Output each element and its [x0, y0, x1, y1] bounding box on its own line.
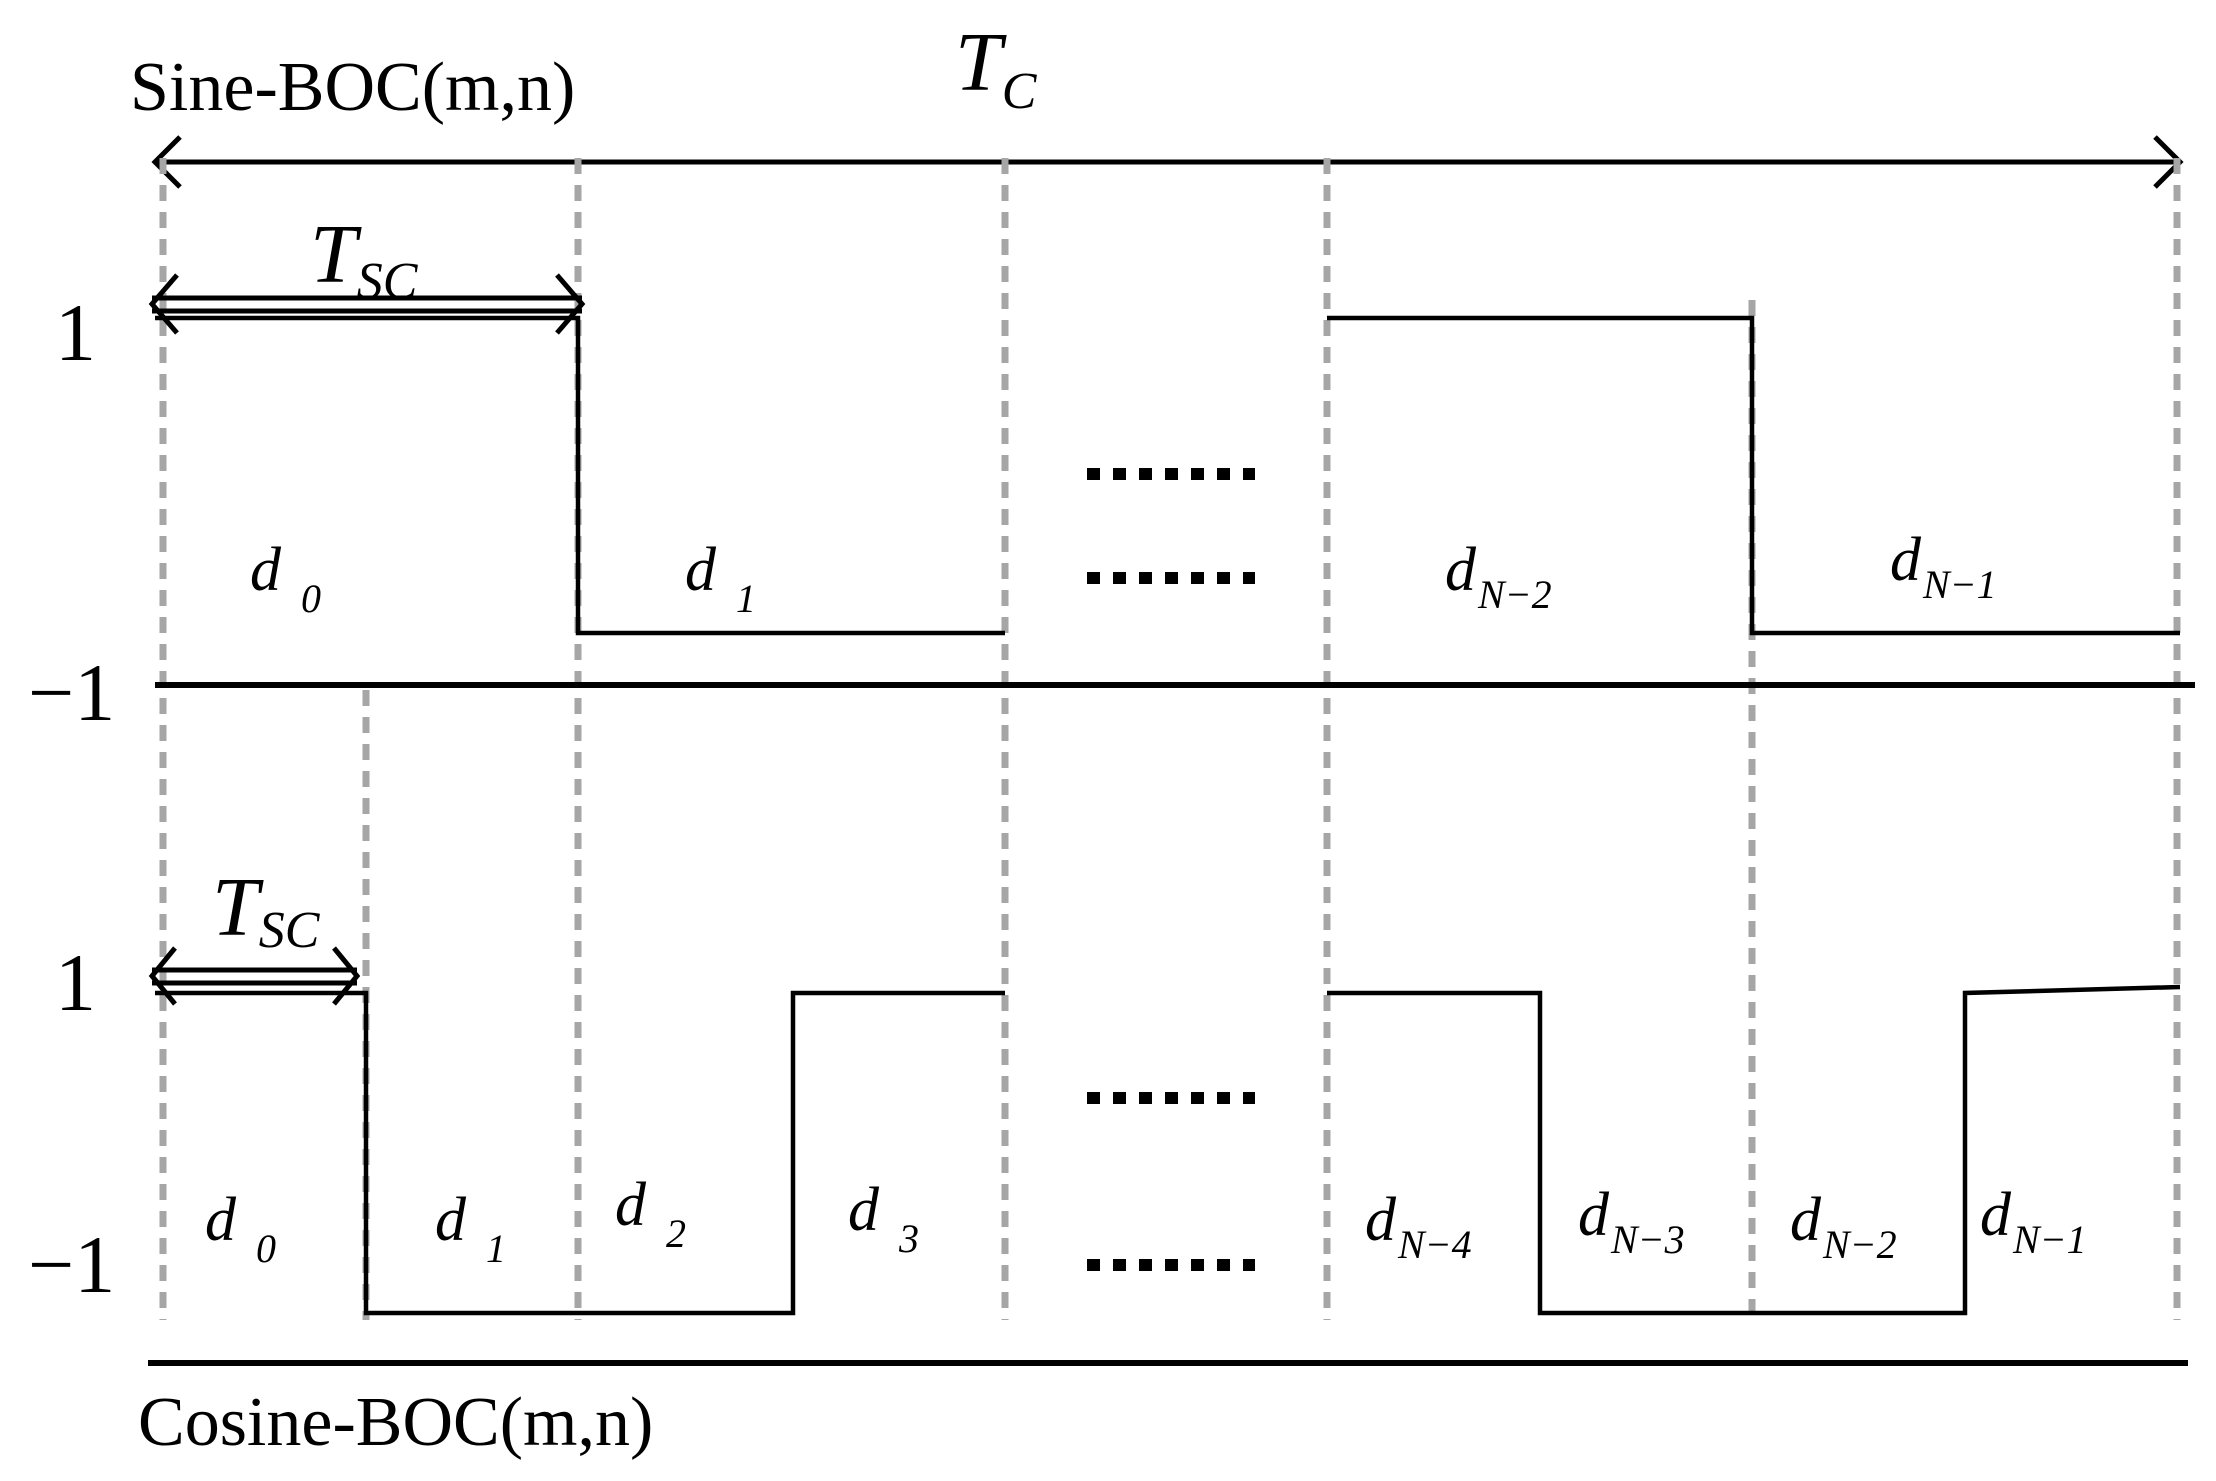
chip-period-arrow	[151, 135, 2184, 189]
sine-segment-label-3: dN−1	[1890, 526, 1997, 607]
cosine-segment-label-7: dN−1	[1980, 1181, 2087, 1262]
gridlines	[159, 158, 2181, 1320]
sine-boc-title: Sine-BOC(m,n)	[130, 49, 575, 126]
cosine-subchip-arrow	[148, 946, 361, 1006]
cosine-level-low: −1	[28, 1219, 115, 1310]
cosine-waveform-left	[155, 990, 1005, 1316]
chip-period-label: TC	[955, 16, 1038, 120]
sine-subchip-label: TSC	[310, 208, 419, 310]
cosine-waveform-right	[1327, 984, 2181, 1316]
sine-subchip-arrow	[148, 273, 586, 335]
cosine-level-high: 1	[55, 937, 96, 1028]
cosine-boc-title: Cosine-BOC(m,n)	[138, 1384, 653, 1461]
cosine-segment-label-5: dN−3	[1578, 1181, 1685, 1262]
sine-segment-label-2: dN−2	[1445, 536, 1552, 617]
sine-level-high: 1	[55, 287, 96, 378]
cosine-subchip-label: TSC	[212, 861, 321, 959]
sine-ellipsis	[1087, 468, 1255, 584]
cosine-segment-label-6: dN−2	[1790, 1186, 1897, 1267]
sine-level-low: −1	[28, 647, 115, 738]
sine-waveform-left	[155, 315, 1005, 636]
cosine-ellipsis	[1087, 1092, 1255, 1271]
sine-waveform-right	[1327, 315, 2180, 636]
cosine-segment-label-4: dN−4	[1365, 1186, 1472, 1267]
